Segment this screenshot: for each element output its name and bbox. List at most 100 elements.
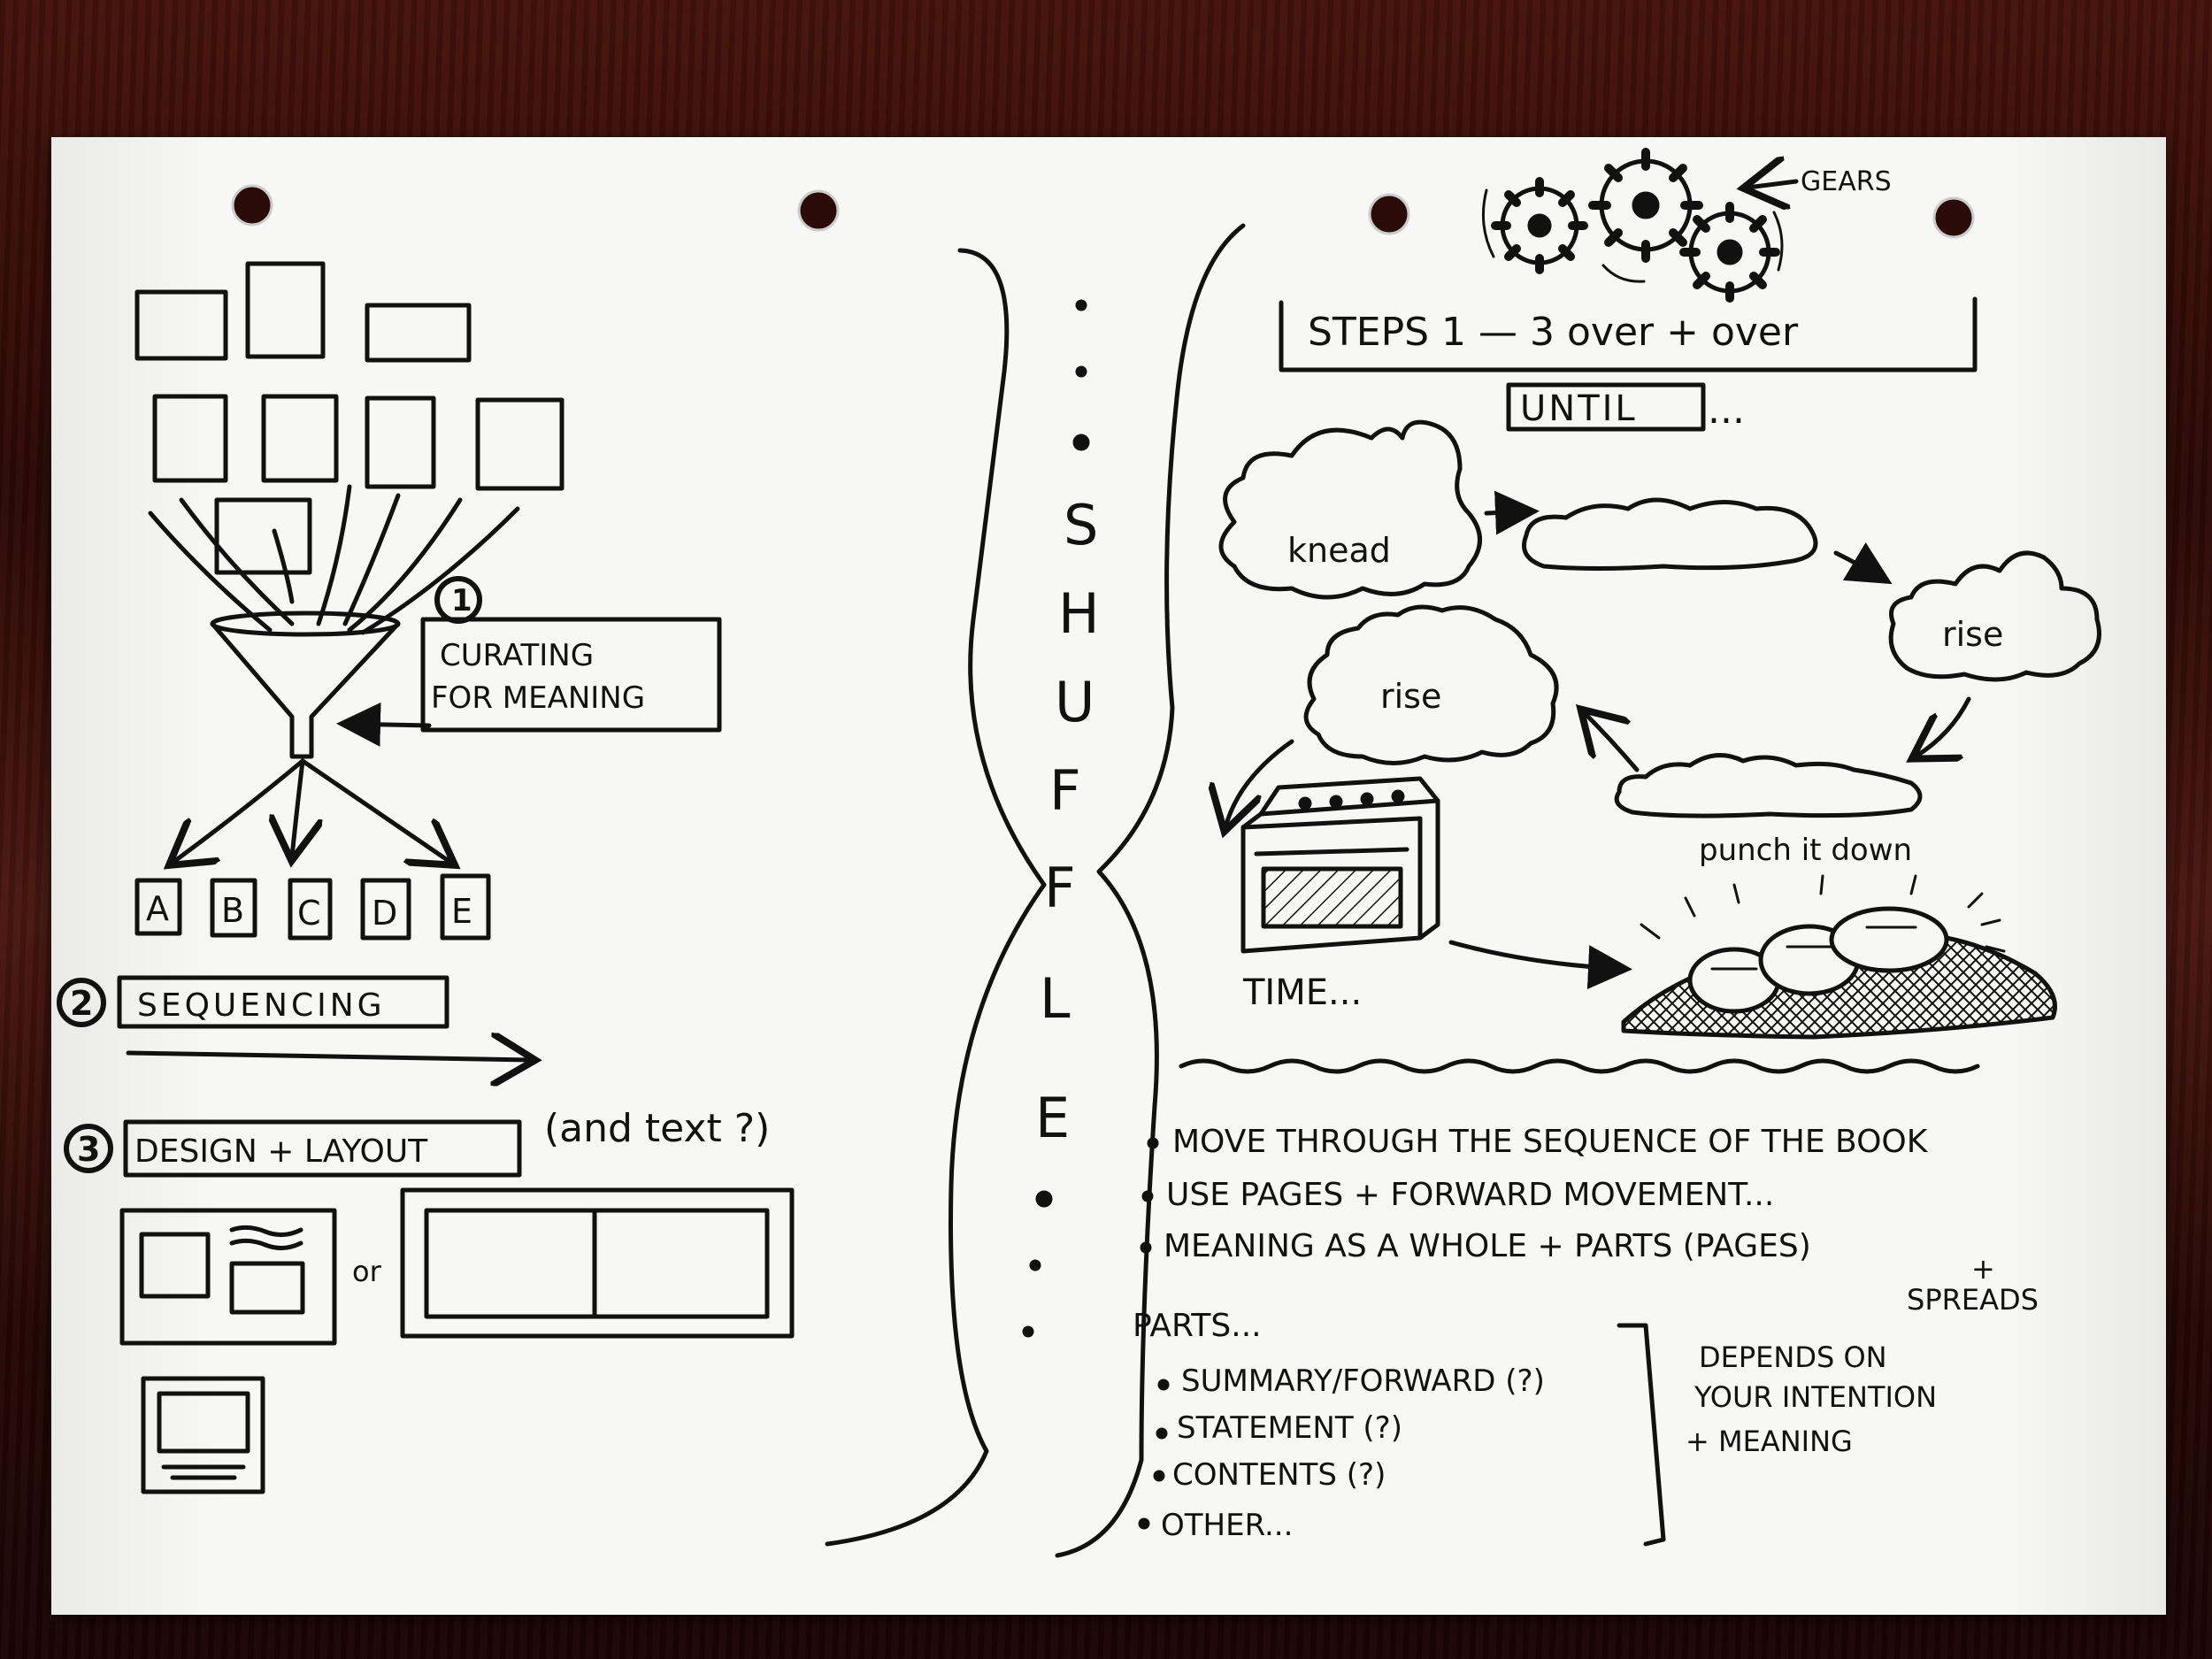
right-text: GEARS STEPS 1 — 3 over + over UNTIL ... …	[1133, 166, 2039, 1543]
until-dots: ...	[1708, 388, 1745, 433]
depends-line3: + MEANING	[1686, 1425, 1853, 1458]
depends-line2: YOUR INTENTION	[1694, 1380, 1937, 1414]
letter-box	[360, 878, 411, 941]
left-text: 1 CURATING FOR MEANING A B C D E 2 SEQUE…	[70, 583, 770, 1288]
shuffle-letter-e: E	[1035, 1086, 1070, 1150]
photo-thumbnail	[475, 397, 565, 491]
and-text-note: (and text ?)	[544, 1106, 770, 1151]
spreads-plus: +	[1971, 1252, 1995, 1286]
depends-line1: DEPENDS ON	[1699, 1340, 1887, 1374]
step3-number: 3	[77, 1130, 100, 1169]
shuffle-letter-f2: F	[1044, 856, 1076, 920]
until-label: UNTIL	[1520, 388, 1638, 429]
bullet-dots	[1140, 1137, 1159, 1254]
shuffle-letter-f: F	[1049, 758, 1081, 823]
step1-number: 1	[451, 583, 472, 618]
shuffle-vertical-word: S H U F F L E	[1035, 493, 1100, 1150]
arrow-to-flat-bottom	[1916, 696, 1971, 757]
design-layout-label: DESIGN + LAYOUT	[134, 1133, 428, 1170]
parts-bracket	[1617, 1323, 1666, 1547]
sequencing-box	[117, 975, 449, 1029]
letter-a: A	[146, 889, 169, 928]
letter-c: C	[297, 894, 321, 933]
photo-thumbnail	[245, 261, 326, 359]
funnel-outflow-arrows	[173, 758, 451, 863]
bullet-pages-forward: USE PAGES + FORWARD MOVEMENT...	[1166, 1177, 1774, 1213]
arrow-to-rise-left	[1584, 712, 1640, 772]
parts-heading: PARTS...	[1133, 1308, 1262, 1344]
bread-icon	[1621, 874, 2057, 1040]
parts-item-contents: CONTENTS (?)	[1172, 1457, 1386, 1493]
funnel-pointer-arrow	[336, 702, 432, 747]
rise-right-label: rise	[1942, 615, 2003, 654]
photo-thumbnail	[365, 303, 472, 363]
letter-box	[288, 878, 333, 941]
letter-e: E	[451, 892, 472, 931]
photo-thumbnail	[152, 394, 228, 483]
arrow-to-rise-right	[1833, 541, 1893, 585]
curating-line1: CURATING	[440, 638, 594, 673]
cloud-knead	[1218, 419, 1482, 600]
parts-item-statement: STATEMENT (?)	[1177, 1410, 1402, 1446]
binder-hole	[797, 189, 840, 232]
spreads-label: SPREADS	[1907, 1283, 2039, 1317]
or-label: or	[352, 1255, 382, 1288]
shuffle-dots	[1022, 299, 1090, 1338]
cloud-rise-right	[1888, 550, 2101, 682]
shuffle-letter-h: H	[1058, 581, 1100, 646]
gears-icon	[1481, 148, 1784, 303]
curating-box	[420, 617, 722, 733]
curating-line2: FOR MEANING	[431, 680, 645, 716]
arrow-to-oven	[1225, 739, 1294, 827]
letter-box	[440, 873, 491, 941]
parts-item-other: OTHER...	[1161, 1508, 1293, 1543]
punch-label: punch it down	[1699, 833, 1912, 868]
arrow-knead-to-cloud	[1484, 490, 1540, 535]
binder-hole	[1368, 193, 1410, 235]
parts-item-summary: SUMMARY/FORWARD (?)	[1181, 1363, 1545, 1399]
bread-cycle-diagram	[1218, 419, 2101, 1040]
letter-b: B	[221, 891, 244, 930]
sequence-arrow	[126, 1053, 531, 1060]
step2-marker	[57, 978, 106, 1027]
sketch-paper-sheet	[51, 137, 2166, 1615]
oven-icon	[1240, 776, 1440, 954]
left-curly-brace	[825, 248, 1047, 1547]
design-layout-box	[123, 1119, 522, 1178]
letter-box	[210, 878, 257, 938]
rise-left-label: rise	[1380, 677, 1441, 716]
binder-holes	[231, 184, 1975, 239]
bullet-meaning-whole: MEANING AS A WHOLE + PARTS (PAGES)	[1164, 1228, 1811, 1264]
funnel-icon	[210, 611, 401, 759]
cloud-flat-top	[1522, 497, 1818, 571]
gears-label-arrow	[1747, 181, 1799, 188]
layout-sketch-page	[141, 1376, 265, 1494]
photo-thumbnail	[365, 396, 436, 489]
layout-sketch-spread	[400, 1187, 795, 1339]
knead-label: knead	[1287, 531, 1391, 570]
photo-thumbnail-grid	[134, 261, 565, 575]
parts-bullet-dots	[1138, 1379, 1170, 1530]
cloud-flat-bottom	[1614, 753, 1923, 818]
layout-sketch-single	[119, 1208, 337, 1346]
shuffle-letter-l: L	[1040, 966, 1071, 1031]
letter-d: D	[372, 894, 397, 933]
until-box	[1506, 382, 1706, 432]
step2-number: 2	[70, 984, 93, 1023]
arrow-oven-to-bread	[1448, 940, 1632, 990]
gears-label: GEARS	[1801, 166, 1892, 197]
binder-hole	[1932, 196, 1975, 239]
cloud-rise-left	[1303, 604, 1559, 765]
shuffle-letter-u: U	[1055, 670, 1094, 734]
sequencing-label: SEQUENCING	[137, 987, 386, 1024]
wavy-divider	[1179, 1058, 1980, 1074]
right-curly-brace	[1055, 223, 1246, 1558]
shuffle-letter-s: S	[1064, 493, 1098, 557]
letter-box	[134, 878, 182, 936]
bullet-move-through: MOVE THROUGH THE SEQUENCE OF THE BOOK	[1172, 1124, 1929, 1160]
photo-thumbnail	[214, 497, 312, 575]
paper-shading	[51, 137, 2166, 1615]
time-label: TIME...	[1242, 972, 1362, 1013]
